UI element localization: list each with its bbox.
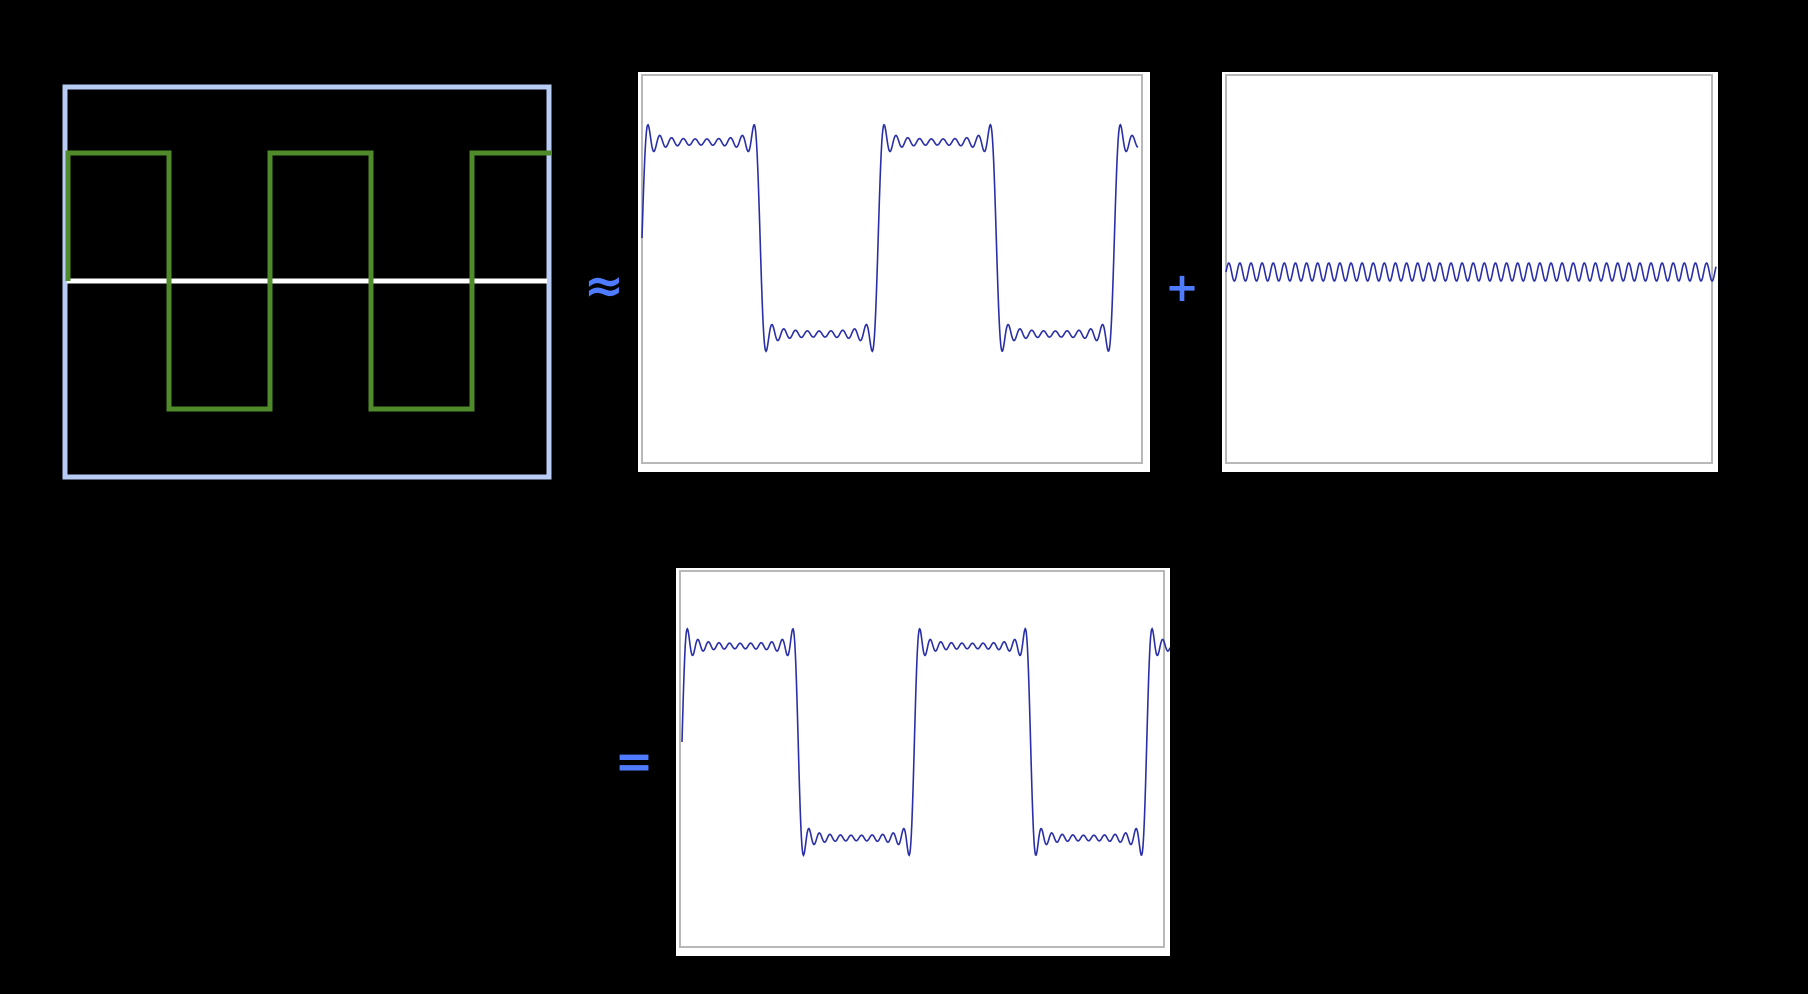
result-plot-panel — [676, 568, 1170, 956]
added-harmonic-plot-svg — [1225, 74, 1717, 464]
plus-sign: + — [1165, 265, 1199, 311]
equals-sign: = — [614, 734, 654, 788]
result-plot-frame — [679, 570, 1165, 948]
approximation-trace — [641, 123, 1139, 353]
added-harmonic-plot-frame — [1225, 74, 1713, 464]
approximation-plot-frame — [641, 74, 1143, 464]
added-harmonic-trace — [1225, 262, 1717, 282]
ideal-panel-frame — [62, 84, 552, 480]
approximation-plot-panel — [638, 72, 1150, 472]
ideal-square-wave-trace — [65, 150, 552, 412]
ideal-square-wave-svg — [62, 84, 552, 480]
approximation-plot-svg — [641, 74, 1143, 464]
result-trace — [681, 627, 1170, 857]
approximately-equal-sign: ≈ — [583, 258, 625, 314]
ideal-square-wave-panel — [62, 84, 552, 480]
added-harmonic-plot-panel — [1222, 72, 1718, 472]
result-plot-svg — [679, 570, 1170, 948]
